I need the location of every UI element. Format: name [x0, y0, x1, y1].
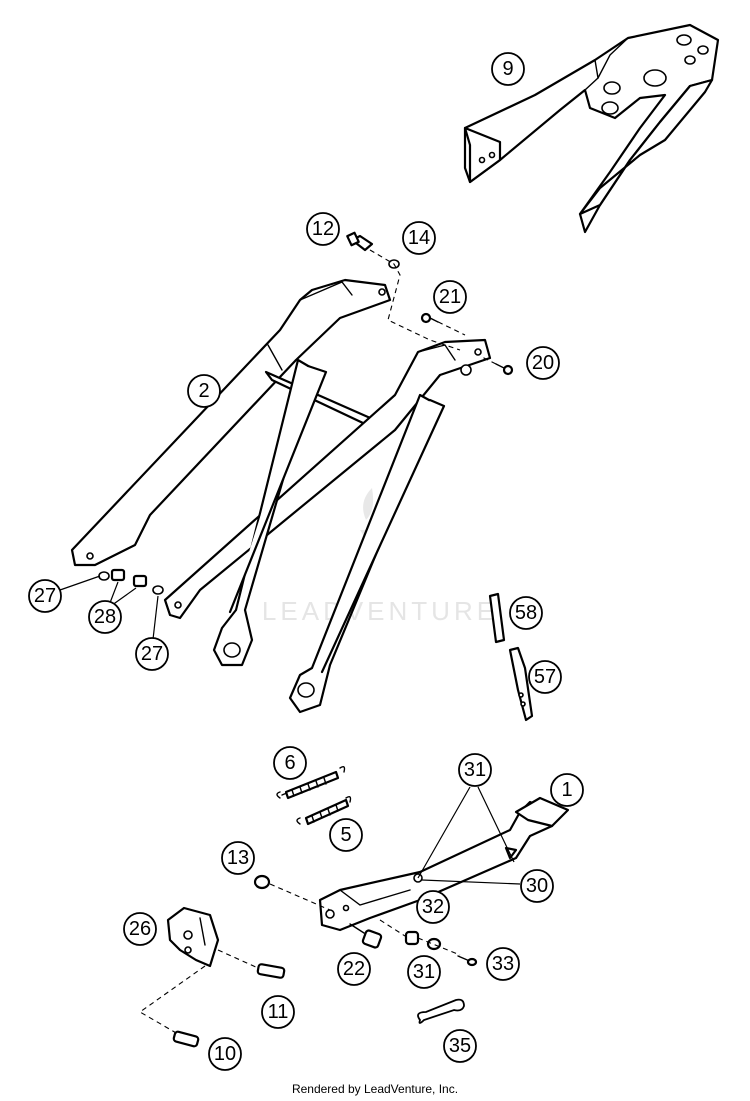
svg-text:14: 14: [408, 227, 430, 249]
callout-12: 12: [306, 212, 340, 246]
callout-27-left: 27: [28, 579, 62, 613]
callout-9: 9: [491, 52, 525, 86]
callout-1: 1: [550, 773, 584, 807]
svg-text:32: 32: [422, 896, 444, 918]
svg-text:27: 27: [34, 585, 56, 607]
svg-text:26: 26: [129, 918, 151, 940]
leader-30: [421, 879, 521, 885]
svg-text:9: 9: [502, 58, 513, 80]
callout-10: 10: [208, 1037, 242, 1071]
leader-27-left: [59, 575, 101, 591]
bolt-33[interactable]: [457, 955, 478, 967]
callout-31-bottom: 31: [407, 955, 441, 989]
svg-text:2: 2: [198, 380, 209, 402]
bolt-22[interactable]: [349, 923, 383, 949]
callout-11: 11: [261, 995, 295, 1029]
callout-31-top: 31: [458, 753, 492, 787]
spacer-32-31[interactable]: [404, 930, 442, 951]
callout-14: 14: [402, 221, 436, 255]
callout-28: 28: [88, 600, 122, 634]
spring-6[interactable]: [276, 765, 346, 800]
svg-text:12: 12: [312, 218, 334, 240]
part-58-strap[interactable]: [488, 592, 506, 644]
leader-31: [417, 786, 515, 879]
bolt-12[interactable]: [346, 231, 374, 252]
callout-30: 30: [520, 869, 554, 903]
svg-text:5: 5: [340, 824, 351, 846]
svg-text:21: 21: [439, 286, 461, 308]
svg-text:31: 31: [464, 759, 486, 781]
callout-5: 5: [329, 818, 363, 852]
callout-27-right: 27: [135, 637, 169, 671]
part-9-fender-bracket[interactable]: [463, 23, 720, 234]
svg-text:31: 31: [413, 961, 435, 983]
svg-text:57: 57: [534, 666, 556, 688]
part-2-subframe[interactable]: [70, 278, 492, 714]
svg-text:33: 33: [492, 953, 514, 975]
hardware-27-28[interactable]: [98, 568, 164, 595]
svg-text:22: 22: [343, 958, 365, 980]
svg-text:28: 28: [94, 606, 116, 628]
callout-22: 22: [337, 952, 371, 986]
screw-20[interactable]: [495, 363, 514, 376]
callout-32: 32: [416, 890, 450, 924]
svg-text:6: 6: [284, 752, 295, 774]
svg-text:1: 1: [561, 779, 572, 801]
part-1-side-stand[interactable]: [318, 796, 570, 932]
callout-2: 2: [187, 374, 221, 408]
bolt-10[interactable]: [172, 1030, 200, 1048]
svg-text:10: 10: [214, 1043, 236, 1065]
svg-text:27: 27: [141, 643, 163, 665]
callout-13: 13: [221, 841, 255, 875]
callout-6: 6: [273, 746, 307, 780]
svg-text:20: 20: [532, 352, 554, 374]
svg-text:11: 11: [268, 1001, 289, 1023]
callout-58: 58: [509, 596, 543, 630]
footer-credit: Rendered by LeadVenture, Inc.: [291, 1082, 459, 1096]
svg-text:35: 35: [449, 1035, 471, 1057]
svg-text:13: 13: [227, 847, 249, 869]
callout-33: 33: [486, 947, 520, 981]
svg-text:30: 30: [526, 875, 548, 897]
bolt-11[interactable]: [256, 963, 286, 979]
svg-text:58: 58: [515, 602, 537, 624]
nut-13[interactable]: [253, 874, 271, 890]
part-26-bracket[interactable]: [166, 906, 220, 968]
watermark-text: LEADVENTURE: [262, 596, 498, 626]
callout-21: 21: [433, 280, 467, 314]
callout-20: 20: [526, 346, 560, 380]
callout-26: 26: [123, 912, 157, 946]
spring-5[interactable]: [296, 795, 352, 826]
callout-35: 35: [443, 1029, 477, 1063]
callout-57: 57: [528, 660, 562, 694]
part-35-clip[interactable]: [417, 998, 465, 1024]
part-57-rubber-strap[interactable]: [508, 646, 534, 722]
